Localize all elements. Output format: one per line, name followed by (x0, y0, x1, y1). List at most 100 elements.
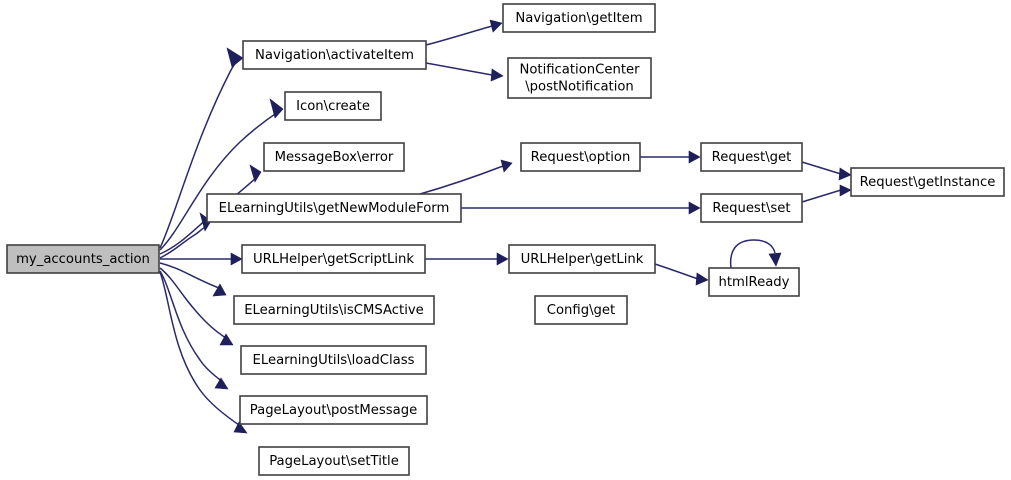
node-box[interactable] (507, 57, 652, 99)
node-box[interactable] (240, 345, 427, 375)
edge-line (801, 161, 842, 175)
edge-arrowhead (490, 68, 504, 82)
graph-node-request_set[interactable]: Request\set (700, 193, 803, 223)
graph-node-notificationcenter_postnotification[interactable]: NotificationCenter\postNotification (507, 57, 652, 99)
graph-node-pagelayout_settitle[interactable]: PageLayout\setTitle (258, 446, 410, 476)
node-label: ELearningUtils\getNewModuleForm (219, 201, 450, 216)
edge (159, 271, 248, 434)
edge-arrowhead (500, 159, 513, 173)
edge-line (801, 189, 842, 203)
node-label: Navigation\getItem (515, 11, 642, 26)
node-label: Request\getInstance (860, 175, 996, 190)
graph-node-request_option[interactable]: Request\option (520, 142, 641, 172)
node-label: my_accounts_action (16, 252, 150, 267)
node-label: Navigation\activateItem (255, 48, 414, 63)
node-label: URLHelper\getScriptLink (253, 252, 414, 267)
graph-node-config_get[interactable]: Config\get (534, 295, 628, 325)
edge (419, 159, 513, 195)
edge-line (159, 270, 225, 384)
graph-node-navigation_activateitem[interactable]: Navigation\activateItem (242, 40, 427, 70)
edge-arrowhead (230, 252, 243, 266)
node-box[interactable] (850, 167, 1005, 197)
node-label: Request\option (531, 150, 631, 165)
node-label: Request\set (712, 201, 790, 216)
edge-self-loop (729, 239, 782, 269)
edge (425, 19, 503, 46)
node-box[interactable] (263, 142, 405, 172)
node-box[interactable] (502, 3, 656, 33)
node-box[interactable] (242, 40, 427, 70)
node-box[interactable] (258, 446, 410, 476)
graph-node-my_accounts_action[interactable]: my_accounts_action (6, 244, 160, 274)
edge-arrowhead (219, 333, 234, 346)
edge-line (425, 25, 493, 46)
edge (159, 270, 229, 390)
edge (801, 184, 852, 203)
node-label: URLHelper\getLink (521, 252, 644, 267)
edge-line (419, 165, 504, 195)
edge (425, 62, 504, 82)
node-label: Icon\create (296, 99, 370, 114)
graph-node-request_getinstance[interactable]: Request\getInstance (850, 167, 1005, 197)
graph-node-pagelayout_postmessage[interactable]: PageLayout\postMessage (239, 395, 428, 425)
edge-arrowhead (249, 164, 262, 183)
node-label: Request\get (712, 150, 792, 165)
edge-line (729, 239, 776, 269)
node-label: ELearningUtils\isCMSActive (244, 303, 424, 318)
graph-node-messagebox_error[interactable]: MessageBox\error (263, 142, 405, 172)
edge (654, 263, 709, 286)
graph-node-elearningutils_getnewmoduleform[interactable]: ELearningUtils\getNewModuleForm (206, 193, 462, 223)
node-box[interactable] (284, 91, 382, 121)
graph-node-request_get[interactable]: Request\get (700, 142, 803, 172)
node-label: PageLayout\postMessage (250, 403, 417, 418)
edge-arrowhead (768, 252, 782, 267)
edge-line (425, 62, 493, 76)
edge-line (159, 225, 208, 259)
graph-node-htmlready[interactable]: htmlReady (708, 267, 800, 297)
edge-arrowhead (212, 283, 227, 297)
edge-line (159, 271, 243, 428)
edge-arrowhead (496, 252, 509, 266)
graph-node-urlhelper_getlink[interactable]: URLHelper\getLink (508, 244, 656, 274)
graph-node-icon_create[interactable]: Icon\create (284, 91, 382, 121)
edge-arrowhead (695, 272, 709, 286)
node-label: MessageBox\error (275, 150, 394, 165)
edge-arrowhead (688, 150, 701, 164)
node-box[interactable] (708, 267, 800, 297)
node-box[interactable] (534, 295, 628, 325)
node-box[interactable] (233, 295, 435, 325)
graph-node-urlhelper_getscriptlink[interactable]: URLHelper\getScriptLink (241, 244, 426, 274)
edge-arrowhead (199, 212, 212, 232)
graph-node-elearningutils_loadclass[interactable]: ELearningUtils\loadClass (240, 345, 427, 375)
edge (159, 262, 227, 297)
edge (640, 150, 701, 164)
edge-arrowhead (226, 47, 244, 68)
node-box[interactable] (508, 244, 656, 274)
node-box[interactable] (239, 395, 428, 425)
edge-line (159, 267, 230, 341)
node-label: PageLayout\setTitle (269, 454, 399, 469)
edge-arrowhead (489, 19, 503, 33)
edge (461, 201, 701, 215)
node-box[interactable] (206, 193, 462, 223)
edge (159, 267, 234, 346)
node-box[interactable] (700, 193, 803, 223)
edge-line (654, 263, 699, 280)
graph-node-elearningutils_iscmsactive[interactable]: ELearningUtils\isCMSActive (233, 295, 435, 325)
edge-arrowhead (688, 201, 701, 215)
nodes-layer: my_accounts_action Navigation\activateIte… (6, 3, 1005, 476)
edge-arrowhead (839, 184, 852, 197)
node-box[interactable] (700, 142, 803, 172)
edges-layer (159, 19, 852, 434)
node-box[interactable] (520, 142, 641, 172)
graph-node-navigation_getitem[interactable]: Navigation\getItem (502, 3, 656, 33)
node-label: ELearningUtils\loadClass (253, 353, 415, 368)
node-box[interactable] (6, 244, 160, 274)
edge-arrowhead (214, 377, 229, 390)
node-label: htmlReady (719, 275, 790, 290)
node-box[interactable] (241, 244, 426, 274)
edge-arrowhead (269, 98, 284, 119)
edge (159, 212, 212, 259)
